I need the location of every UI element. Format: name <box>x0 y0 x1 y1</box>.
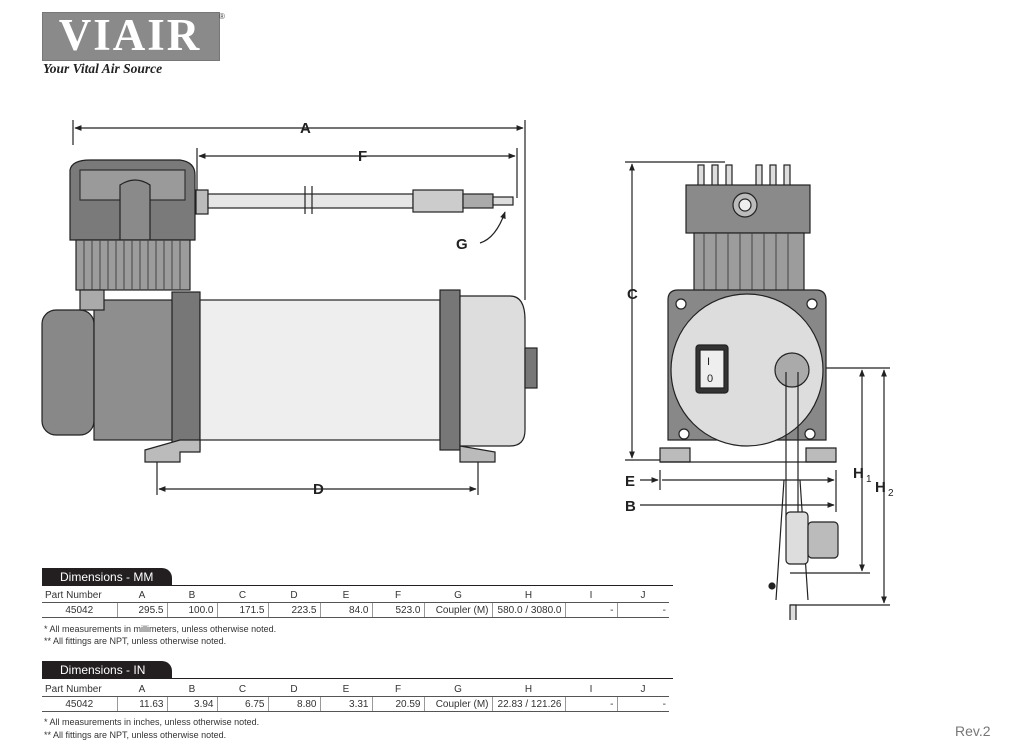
value-cell: - <box>616 602 669 618</box>
side-view: A F D G <box>41 120 538 498</box>
mm-note-measurements: * All measurements in millimeters, unles… <box>44 624 277 634</box>
value-cell: 6.75 <box>216 696 268 712</box>
compressor-drawing: A F D G <box>41 120 894 620</box>
label-e: E <box>625 473 635 490</box>
in-note-fittings: ** All fittings are NPT, unless otherwis… <box>44 730 227 740</box>
label-h1-subscript: 1 <box>866 474 872 485</box>
table-header-row: Part Number A B C D E F G H I J <box>42 588 669 603</box>
switch-on-symbol: I <box>707 356 710 368</box>
value-cell: 580.0 / 3080.0 <box>491 602 565 618</box>
dimensions-mm-rule <box>42 585 673 586</box>
value-cell: - <box>564 602 617 618</box>
header-cell: E <box>342 683 350 695</box>
label-f: F <box>358 148 367 165</box>
header-cell: F <box>394 589 402 601</box>
logo-background <box>42 12 220 61</box>
value-cell: Coupler (M) <box>423 696 492 712</box>
header-cell: Part Number <box>45 589 102 601</box>
in-note-measurements: * All measurements in inches, unless oth… <box>44 717 260 727</box>
dimensions-in-table: Part Number A B C D E F G H I J 45042 11… <box>42 682 669 712</box>
value-cell: 45042 <box>42 602 117 618</box>
header-cell: D <box>290 589 298 601</box>
label-h1: H <box>853 465 864 482</box>
dimensions-in-title: Dimensions - IN <box>42 661 172 679</box>
value-cell: 171.5 <box>216 602 268 618</box>
label-g: G <box>456 236 468 253</box>
header-cell: A <box>138 589 146 601</box>
label-b: B <box>625 498 636 515</box>
label-c: C <box>627 286 638 303</box>
header-cell: J <box>640 683 646 695</box>
value-cell: 22.83 / 121.26 <box>491 696 565 712</box>
value-cell: Coupler (M) <box>423 602 492 618</box>
header-cell: C <box>238 589 247 601</box>
table-header-row: Part Number A B C D E F G H I J <box>42 682 669 697</box>
header-cell: C <box>238 683 247 695</box>
leader-g <box>479 211 506 244</box>
header-cell: H <box>524 683 533 695</box>
header-cell: H <box>524 589 533 601</box>
value-cell: 295.5 <box>116 602 167 618</box>
table-row: 45042 11.63 3.94 6.75 8.80 3.31 20.59 Co… <box>42 696 669 712</box>
logo-text: VIAIR <box>58 10 202 60</box>
value-cell: - <box>564 696 617 712</box>
value-cell: 84.0 <box>319 602 372 618</box>
header-cell: Part Number <box>45 683 102 695</box>
value-cell: 223.5 <box>267 602 320 618</box>
header-cell: I <box>589 589 593 601</box>
value-cell: 45042 <box>42 696 117 712</box>
header-cell: G <box>454 589 462 601</box>
header-cell: B <box>188 589 196 601</box>
table-row: 45042 295.5 100.0 171.5 223.5 84.0 523.0… <box>42 602 669 618</box>
label-d: D <box>313 481 324 498</box>
front-view: I 0 C E B H 1 H 2 <box>625 161 894 620</box>
value-cell: - <box>616 696 669 712</box>
dimensions-in-rule <box>42 678 673 679</box>
value-cell: 3.31 <box>319 696 372 712</box>
revision-label: Rev.2 <box>955 723 991 739</box>
header-cell: I <box>589 683 593 695</box>
viair-logo: VIAIR <box>42 10 220 61</box>
switch-off-symbol: 0 <box>707 373 713 385</box>
header-cell: E <box>342 589 350 601</box>
value-cell: 3.94 <box>166 696 217 712</box>
value-cell: 20.59 <box>371 696 424 712</box>
label-a: A <box>300 120 311 137</box>
value-cell: 100.0 <box>166 602 217 618</box>
header-cell: B <box>188 683 196 695</box>
dimensions-mm-title: Dimensions - MM <box>42 568 172 586</box>
label-h2: H <box>875 479 886 496</box>
header-cell: G <box>454 683 462 695</box>
value-cell: 8.80 <box>267 696 320 712</box>
header-cell: J <box>640 589 646 601</box>
value-cell: 11.63 <box>116 696 167 712</box>
mm-note-fittings: ** All fittings are NPT, unless otherwis… <box>44 636 227 646</box>
dimensions-mm-table: Part Number A B C D E F G H I J 45042 29… <box>42 588 669 618</box>
header-cell: D <box>290 683 298 695</box>
header-cell: F <box>394 683 402 695</box>
label-h2-subscript: 2 <box>888 488 894 499</box>
header-cell: A <box>138 683 146 695</box>
value-cell: 523.0 <box>371 602 424 618</box>
registered-mark: ® <box>219 12 225 21</box>
brand-tagline: Your Vital Air Source <box>43 61 163 76</box>
